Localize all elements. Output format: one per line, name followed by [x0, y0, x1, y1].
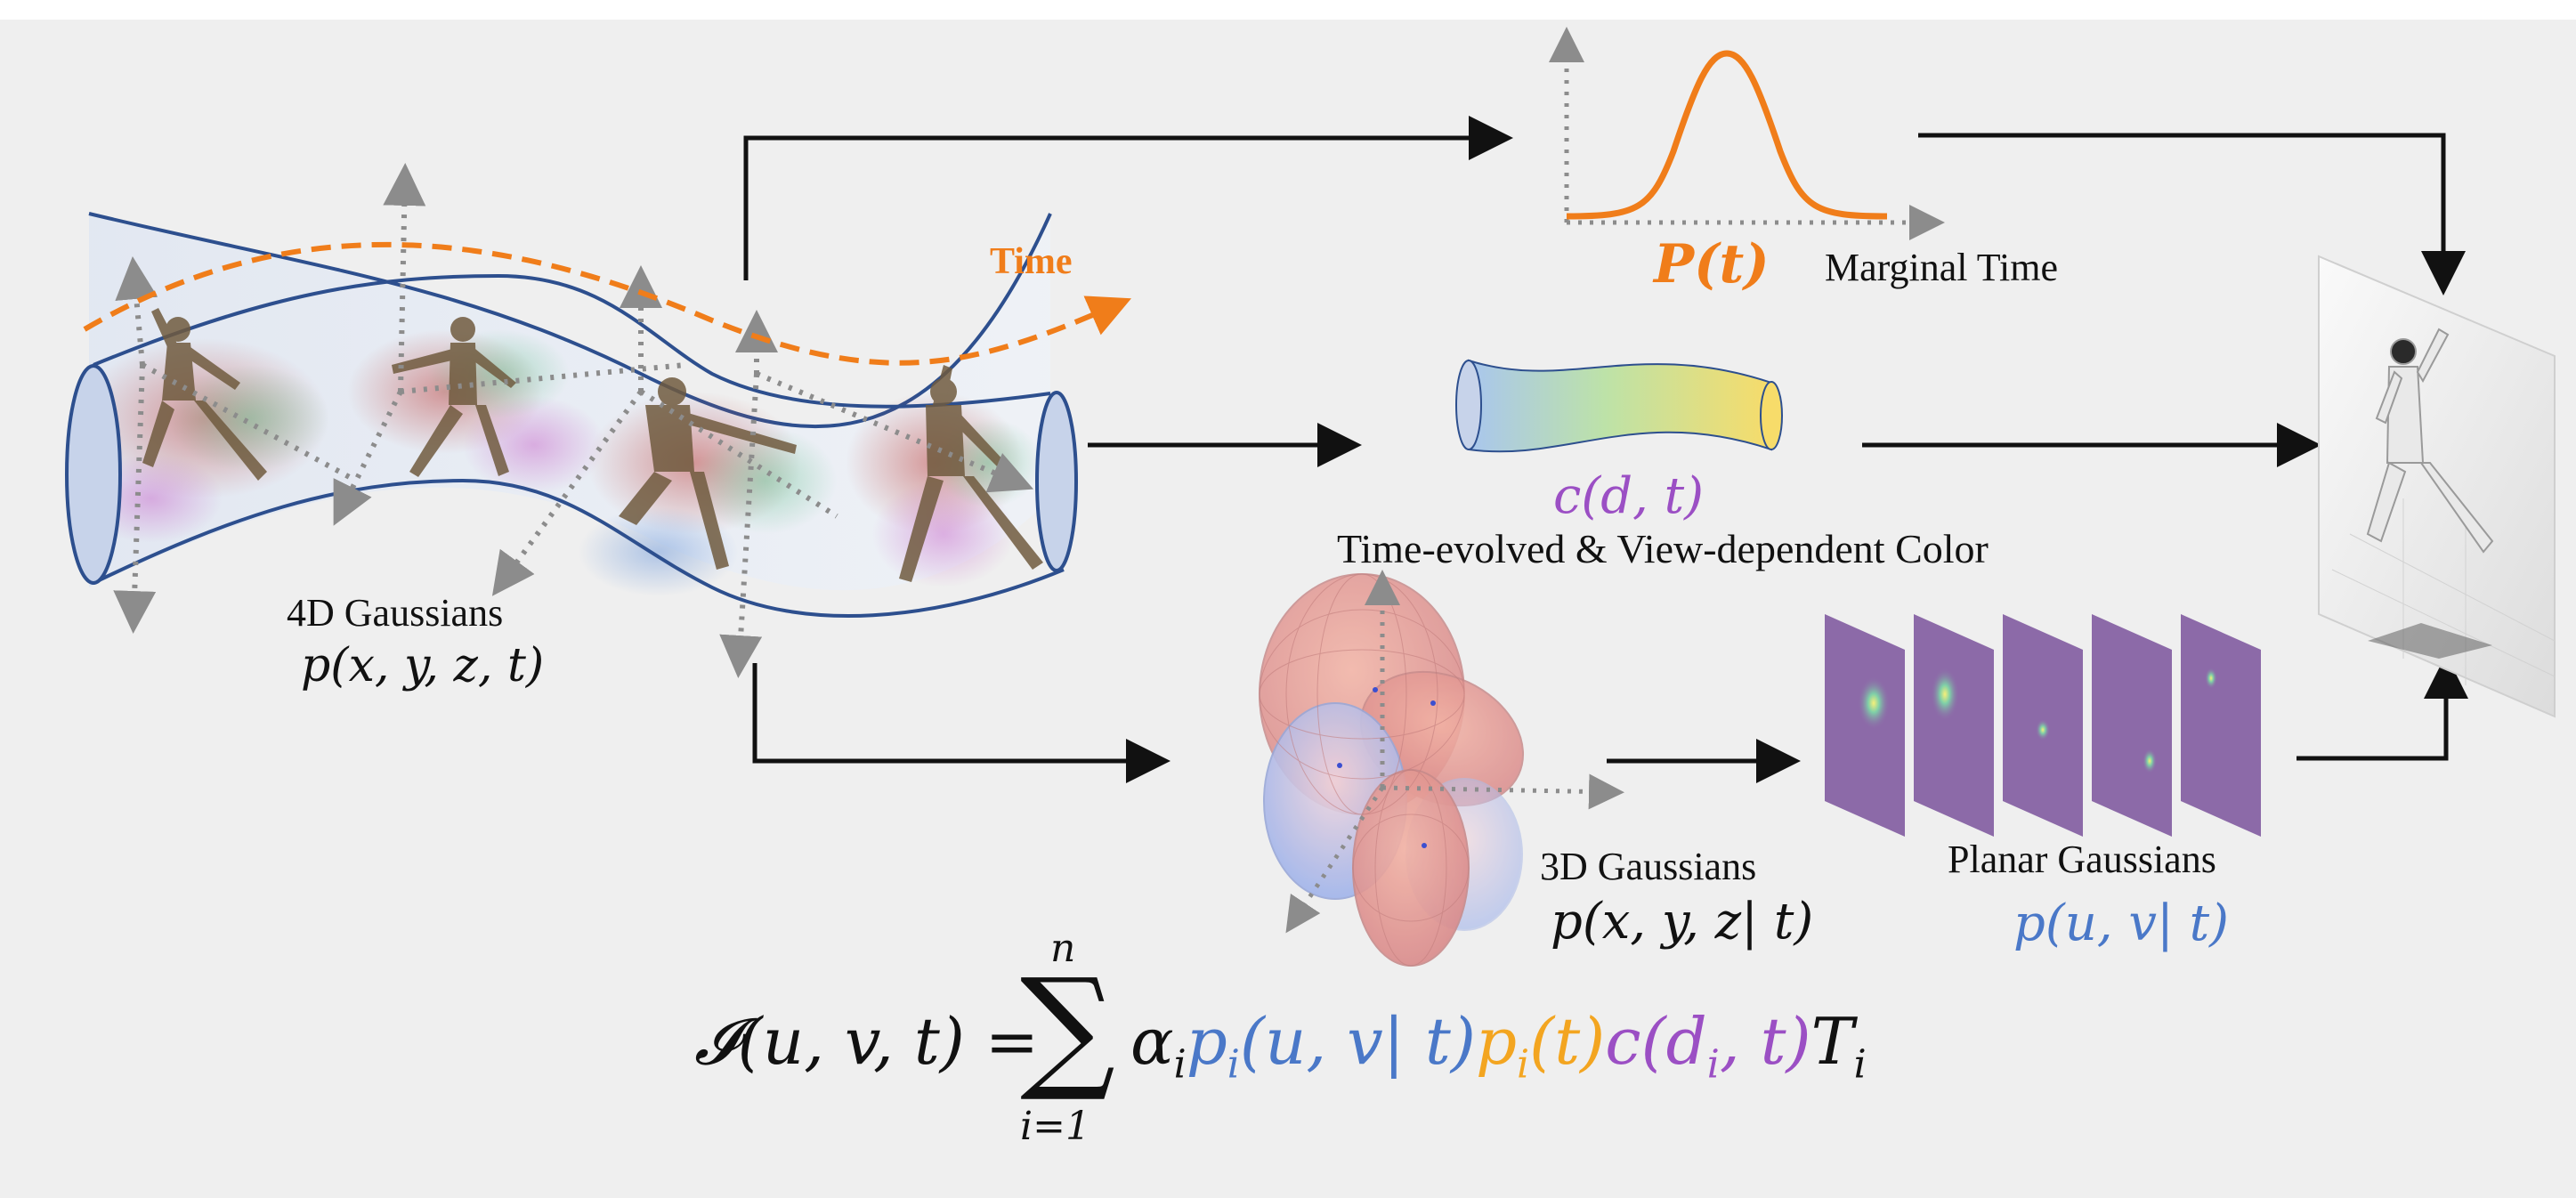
player-figure-icon [142, 308, 1043, 582]
transmittance-subscript: i [1853, 1041, 1867, 1088]
planar-gaussians-formula: p(u, v| t) [2013, 894, 2230, 952]
gaussians-3d-formula: p(x, y, z| t) [1551, 893, 1814, 951]
alpha-subscript: i [1173, 1041, 1187, 1088]
marginal-time-label: Marginal Time [1825, 246, 2059, 289]
sum-symbol: ∑ [1020, 951, 1116, 1105]
equation-lhs: 𝓘(u, v, t) = [694, 1004, 1040, 1079]
color-tube-icon [1455, 359, 1783, 453]
dotted-axes [113, 163, 1034, 678]
planar-gaussians-icon [1825, 614, 2261, 837]
gaussian-blobs [80, 329, 1041, 596]
flow-arrows [743, 116, 2468, 783]
tube-body [65, 273, 1078, 619]
transmittance-term: T [1810, 1004, 1854, 1079]
color-caption: Time-evolved & View-dependent Color [1337, 526, 1989, 571]
gaussians-3d-label: 3D Gaussians [1540, 845, 1757, 888]
time-label: Time [990, 241, 1073, 282]
equation-rhs: αipi(u, v| t)pi(t)c(di, t)Ti [1130, 1004, 1867, 1087]
time-arrow [83, 241, 1131, 366]
planar-prob-term: pi(u, v| t) [1186, 1004, 1476, 1088]
marginal-time-formula: P(t) [1654, 233, 1770, 295]
diagram-background [0, 20, 2576, 1198]
marginal-time-curve-icon [1549, 27, 1945, 240]
color-formula: c(d, t) [1553, 467, 1705, 525]
alpha-term: α [1130, 1004, 1174, 1079]
sum-lower-limit: i=1 [1020, 1104, 1090, 1149]
gaussians-4d-label: 4D Gaussians [287, 591, 504, 635]
rendered-image-plane-icon [2318, 255, 2556, 718]
sum-upper-limit: n [1050, 926, 1076, 971]
time-prob-term: pi(t) [1475, 1004, 1606, 1088]
planar-gaussians-label: Planar Gaussians [1948, 838, 2216, 881]
ellipsoids-3d-icon [1259, 570, 1624, 967]
gaussians-4d-formula: p(x, y, z, t) [301, 639, 545, 692]
color-term: c(di, t) [1605, 1004, 1811, 1088]
